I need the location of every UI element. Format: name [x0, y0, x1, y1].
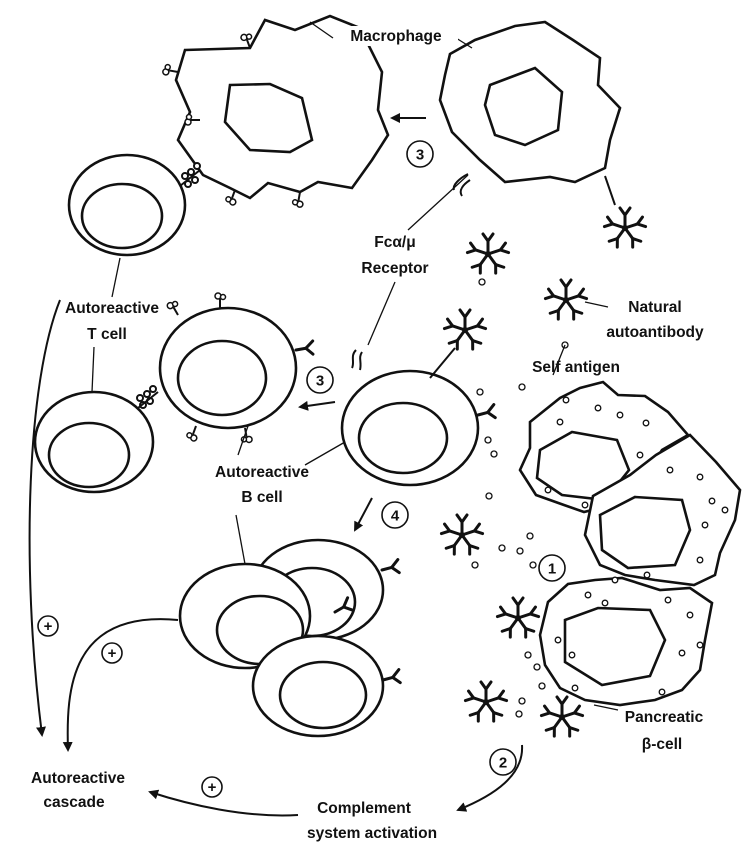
step-3-mid-marker: 3 [307, 367, 333, 393]
svg-text:4: 4 [391, 508, 400, 525]
step-4-marker: 4 [382, 502, 408, 528]
step-2-marker: 2 [490, 749, 516, 775]
svg-text:2: 2 [499, 755, 507, 772]
svg-text:1: 1 [548, 561, 556, 578]
plus-sign-icon-bottom: + [202, 777, 222, 797]
autoreactive-b-cell-label-line1: Autoreactive [215, 464, 309, 481]
b-cell-icon-center [342, 350, 497, 485]
svg-text:+: + [44, 618, 53, 635]
autoreactive-t-cell-label-line2: T cell [87, 326, 127, 343]
autoreactive-b-cell-label-line2: B cell [241, 489, 282, 506]
complement-label-line2: system activation [307, 825, 437, 842]
pancreatic-beta-cell-label-line2: β-cell [642, 736, 682, 753]
plus-sign-icon-left: + [38, 616, 58, 636]
autoreactive-cascade-label-line1: Autoreactive [31, 770, 125, 787]
fc-receptor-label-line1: Fcα/μ [374, 234, 415, 251]
beta-cell-icon [520, 382, 740, 705]
plus-sign-icon-middle: + [102, 643, 122, 663]
antibody-pentamer-icon [444, 310, 485, 349]
step-1-marker: 1 [539, 555, 565, 581]
b-cell-icon-cluster [180, 540, 402, 736]
svg-text:3: 3 [416, 147, 424, 164]
autoreactive-t-cell-label-line1: Autoreactive [65, 300, 159, 317]
t-cell-icon-top [69, 155, 185, 255]
natural-autoantibody-label-line2: autoantibody [606, 324, 704, 341]
svg-text:+: + [108, 645, 117, 662]
self-antigen-label: Self antigen [532, 359, 620, 376]
step-3-top-marker: 3 [407, 141, 433, 167]
svg-text:+: + [208, 779, 217, 796]
natural-autoantibody-label-line1: Natural [628, 299, 681, 316]
antibody-pentamer-icon [604, 208, 645, 247]
pancreatic-beta-cell-label-line1: Pancreatic [625, 709, 704, 726]
fc-receptor-label-line2: Receptor [361, 260, 428, 277]
svg-text:3: 3 [316, 373, 324, 390]
macrophage-label: Macrophage [350, 28, 442, 45]
b-cell-icon-presenting [160, 293, 315, 444]
complement-label-line1: Complement [317, 800, 411, 817]
t-cell-icon-bottom [35, 392, 153, 492]
macrophage-cell-icon-right [440, 22, 620, 182]
autoreactive-cascade-label-line2: cascade [43, 794, 105, 811]
